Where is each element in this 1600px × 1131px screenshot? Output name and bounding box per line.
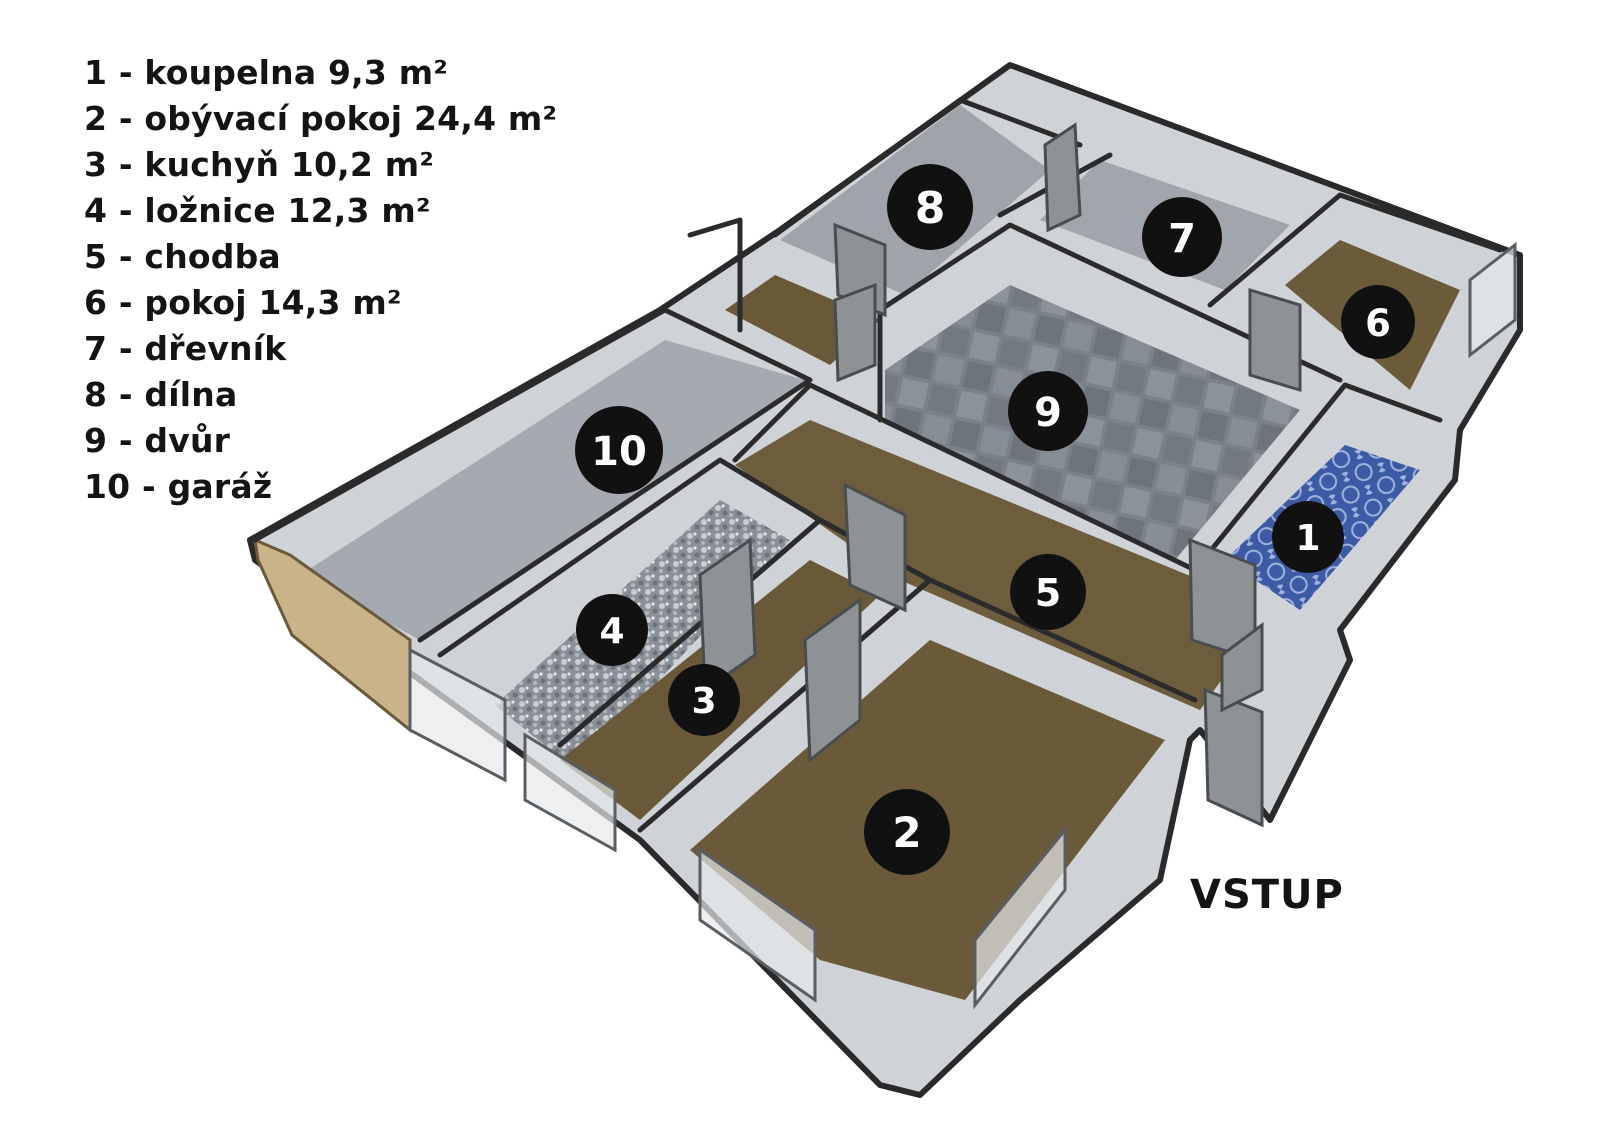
legend-item: 3 - kuchyň 10,2 m² [84,145,434,184]
room-garage-floor [300,340,805,640]
door-corridor [843,482,907,613]
svg-text:4: 4 [599,611,624,652]
legend-item: 8 - dílna [84,375,238,414]
svg-text:5: 5 [1035,571,1061,615]
badge-1: 1 [1272,501,1344,573]
legend-item: 9 - dvůr [84,421,231,460]
door-kitchen [698,537,757,693]
legend-item: 4 - ložnice 12,3 m² [84,191,431,230]
door-woodshed [1043,122,1082,233]
badge-10: 10 [575,406,663,494]
badge-5: 5 [1010,554,1086,630]
entrance-label: VSTUP [1190,872,1344,918]
legend-item: 1 - koupelna 9,3 m² [84,53,449,92]
door-workshop-2 [833,282,877,383]
badge-2: 2 [864,789,950,875]
room-courtyard-floor [885,285,1300,560]
door-entrance-2 [1220,622,1264,713]
svg-text:9: 9 [1034,390,1062,436]
badge-8: 8 [887,164,973,250]
glass-walls [408,241,1517,1010]
badge-3: 3 [668,664,740,736]
svg-text:6: 6 [1365,302,1391,345]
badge-4: 4 [576,594,648,666]
doors [698,122,1302,828]
legend-item: 10 - garáž [84,467,273,506]
svg-text:10: 10 [591,429,647,475]
room-legend: 1 - koupelna 9,3 m² 2 - obývací pokoj 24… [84,50,557,510]
badge-6: 6 [1341,285,1415,359]
legend-item: 7 - dřevník [84,329,287,368]
svg-text:7: 7 [1168,216,1196,262]
svg-text:8: 8 [915,183,946,234]
legend-item: 6 - pokoj 14,3 m² [84,283,402,322]
svg-text:1: 1 [1295,518,1320,559]
svg-text:2: 2 [892,808,921,857]
door-entrance [1203,687,1264,828]
legend-item: 2 - obývací pokoj 24,4 m² [84,99,558,138]
svg-text:3: 3 [691,681,716,722]
badge-7: 7 [1142,197,1222,277]
door-room6 [1248,287,1302,393]
room-corridor-floor [735,420,1250,710]
badge-9: 9 [1008,371,1088,451]
door-living [803,597,862,764]
legend-item: 5 - chodba [84,237,281,276]
